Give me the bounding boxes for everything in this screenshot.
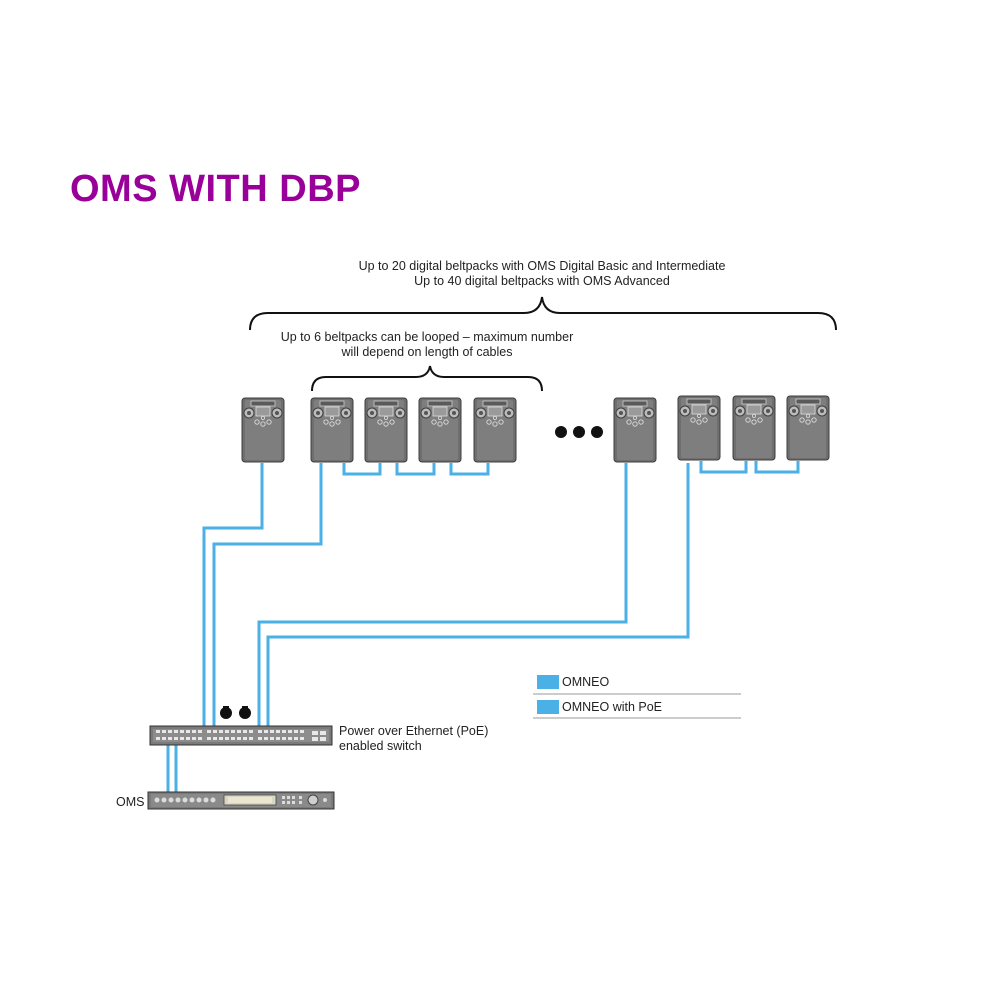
cable-bp8 (266, 463, 690, 728)
beltpack-6 (613, 397, 657, 463)
legend-swatch-omneo-poe (537, 700, 559, 714)
loop-brace (311, 365, 543, 392)
page-title: OMS WITH DBP (70, 168, 361, 210)
beltpack-5 (473, 397, 517, 463)
oms-label: OMS (116, 795, 145, 809)
switch-label-line1: Power over Ethernet (PoE) (339, 724, 489, 738)
cable-bp7 (257, 463, 628, 728)
beltpack-4 (418, 397, 462, 463)
loop-cable-2 (395, 463, 436, 476)
more-beltpacks-ellipsis (555, 426, 603, 438)
legend-swatch-omneo (537, 675, 559, 689)
cable-bp2 (212, 463, 323, 728)
loop-cable-1 (342, 463, 382, 476)
beltpack-2 (310, 397, 354, 463)
capacity-brace (249, 296, 837, 331)
loop-label-line2: will depend on length of cables (341, 345, 513, 359)
switch-label-line2: enabled switch (339, 739, 422, 753)
beltpack-9 (786, 395, 830, 461)
loop-cable-5 (754, 461, 800, 474)
capacity-label-line1: Up to 20 digital beltpacks with OMS Digi… (358, 259, 726, 273)
loop-cable-3 (449, 463, 490, 476)
poe-switch (149, 725, 333, 746)
beltpack-8 (732, 395, 776, 461)
beltpack-3 (364, 397, 408, 463)
legend-label-omneo-poe: OMNEO with PoE (562, 700, 663, 714)
loop-label-line1: Up to 6 beltpacks can be looped – maximu… (280, 330, 574, 344)
cable-bp1 (202, 463, 264, 728)
loop-cable-4 (699, 461, 748, 474)
legend (533, 675, 741, 719)
beltpack-7 (677, 395, 721, 461)
beltpack-1 (241, 397, 285, 463)
legend-label-omneo: OMNEO (562, 675, 610, 689)
capacity-label-line2: Up to 40 digital beltpacks with OMS Adva… (414, 274, 670, 288)
switch-connector-caps (220, 706, 251, 719)
oms-unit (147, 791, 335, 810)
